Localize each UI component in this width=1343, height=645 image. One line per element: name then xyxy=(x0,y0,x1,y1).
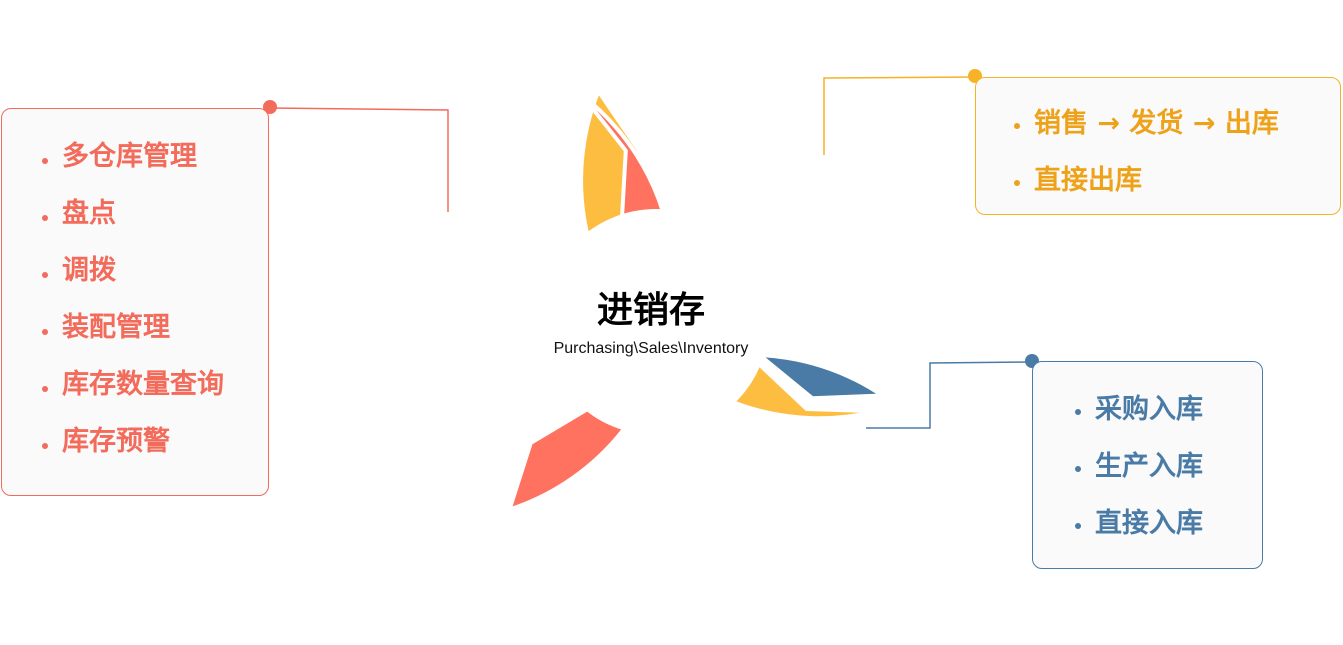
list-item: 生产入库 xyxy=(1075,445,1262,502)
list-item: 销售 → 发货 → 出库 xyxy=(1014,102,1340,159)
bullet-icon xyxy=(42,271,48,278)
connector-purchase xyxy=(866,361,1033,429)
purchase-features-list: 采购入库 生产入库 直接入库 xyxy=(1033,362,1262,559)
list-item: 直接出库 xyxy=(1014,159,1340,216)
segment-label-inventory: 库存 xyxy=(448,303,512,341)
list-item: 库存数量查询 xyxy=(42,367,268,424)
list-item: 库存预警 xyxy=(42,424,268,481)
bullet-icon xyxy=(1014,179,1020,186)
center-title: 进销存 xyxy=(597,290,705,331)
bullet-icon xyxy=(42,442,48,449)
list-item: 装配管理 xyxy=(42,310,268,367)
sales-features-panel: 销售 → 发货 → 出库 直接出库 xyxy=(975,77,1341,215)
bullet-icon xyxy=(1075,465,1081,472)
list-item: 调拨 xyxy=(42,253,268,310)
connector-sales xyxy=(823,76,976,155)
bullet-icon xyxy=(42,214,48,221)
bullet-icon xyxy=(42,157,48,164)
bullet-icon xyxy=(1075,408,1081,415)
segment-label-sales: 销售 xyxy=(740,190,804,228)
bullet-icon xyxy=(42,385,48,392)
list-item: 采购入库 xyxy=(1075,388,1262,445)
list-item: 直接入库 xyxy=(1075,502,1262,559)
purchase-features-panel: 采购入库 生产入库 直接入库 xyxy=(1032,361,1263,569)
sales-features-list: 销售 → 发货 → 出库 直接出库 xyxy=(976,78,1340,216)
bullet-icon xyxy=(42,328,48,335)
center-circle xyxy=(543,209,769,435)
bullet-icon xyxy=(1014,122,1020,129)
inventory-features-panel: 多仓库管理 盘点 调拨 装配管理 库存数量查询 库存预警 xyxy=(1,108,269,496)
bullet-icon xyxy=(1075,522,1081,529)
list-item: 盘点 xyxy=(42,196,268,253)
connector-inventory xyxy=(269,107,449,212)
list-item: 多仓库管理 xyxy=(42,139,268,196)
inventory-features-list: 多仓库管理 盘点 调拨 装配管理 库存数量查询 库存预警 xyxy=(2,109,268,481)
center-subtitle: Purchasing\Sales\Inventory xyxy=(554,340,749,357)
segment-label-purchase: 采购 xyxy=(682,463,746,501)
